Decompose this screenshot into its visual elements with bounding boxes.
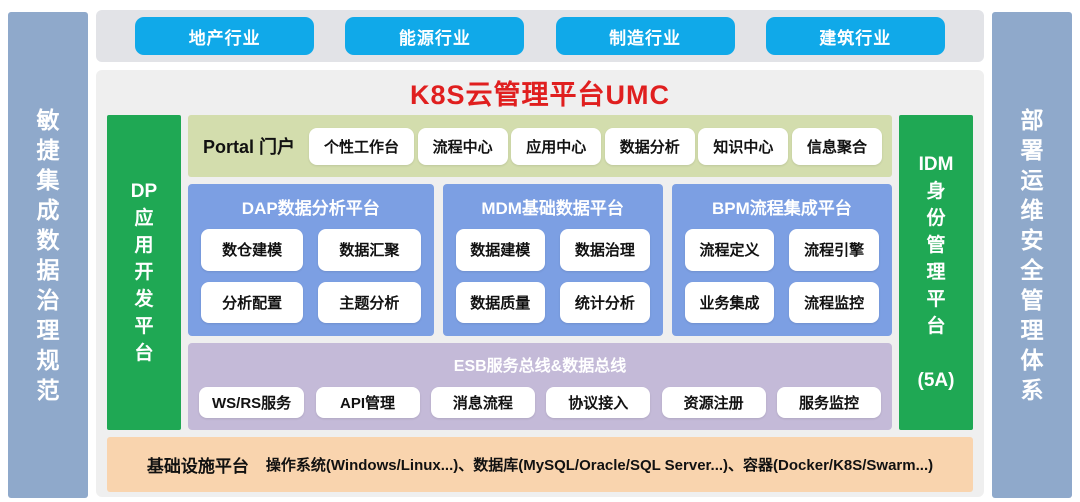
portal-knowledge-center: 知识中心: [698, 127, 789, 165]
mdm-platform: MDM基础数据平台 数据建模 数据治理 数据质量 统计分析: [442, 184, 663, 336]
industry-energy: 能源行业: [345, 17, 525, 55]
industry-manufacturing: 制造行业: [555, 17, 735, 55]
portal-personal-workbench: 个性工作台: [309, 127, 415, 165]
industry-real-estate: 地产行业: [135, 17, 315, 55]
portal-app-center: 应用中心: [511, 127, 602, 165]
page-title: K8S云管理平台UMC: [409, 80, 670, 110]
esb-service-monitoring: 服务监控: [776, 386, 881, 418]
main-diagram-area: 地产行业 能源行业 制造行业 建筑行业 K8S云管理平台UMC DP 应 用 开…: [96, 10, 984, 497]
esb-buttons: WS/RS服务 API管理 消息流程 协议接入 资源注册 服务监控: [199, 385, 881, 419]
bpm-platform-grid: 流程定义 流程引擎 业务集成 流程监控: [684, 229, 879, 323]
dp-app-dev-platform-bar: DP 应 用 开 发 平 台: [107, 115, 181, 430]
platform-panel: K8S云管理平台UMC DP 应 用 开 发 平 台 Portal 门户 个性工…: [96, 70, 984, 497]
dap-analysis-config: 分析配置: [201, 281, 304, 323]
dap-platform-title: DAP数据分析平台: [241, 199, 380, 218]
right-ops-security-sidebar: 部 署 运 维 安 全 管 理 体 系: [992, 12, 1072, 498]
idm-identity-platform-bar: IDM 身 份 管 理 平 台 (5A): [899, 115, 973, 430]
esb-ws-rs-service: WS/RS服务: [199, 386, 305, 418]
mdm-platform-grid: 数据建模 数据治理 数据质量 统计分析: [455, 229, 650, 323]
dap-warehouse-modeling: 数仓建模: [201, 229, 304, 271]
bpm-process-monitoring: 流程监控: [789, 281, 879, 323]
bpm-process-definition: 流程定义: [684, 229, 775, 271]
mdm-data-governance: 数据治理: [560, 229, 650, 271]
bpm-platform: BPM流程集成平台 流程定义 流程引擎 业务集成 流程监控: [671, 184, 892, 336]
mdm-data-modeling: 数据建模: [455, 229, 546, 271]
infrastructure-label: 基础设施平台: [146, 457, 249, 476]
dap-data-aggregation: 数据汇聚: [318, 229, 421, 271]
industry-construction: 建筑行业: [765, 17, 945, 55]
esb-message-flow: 消息流程: [430, 386, 535, 418]
bpm-process-engine: 流程引擎: [789, 229, 879, 271]
portal-buttons: 个性工作台 流程中心 应用中心 数据分析 知识中心 信息聚合: [309, 127, 882, 165]
bpm-platform-title: BPM流程集成平台: [711, 199, 852, 218]
infrastructure-detail: 操作系统(Windows/Linux...)、数据库(MySQL/Oracle/…: [265, 457, 934, 474]
portal-process-center: 流程中心: [417, 127, 508, 165]
middle-section: DP 应 用 开 发 平 台 Portal 门户 个性工作台 流程中心 应用中心…: [96, 115, 984, 430]
esb-title: ESB服务总线&数据总线: [453, 358, 627, 375]
esb-bus-row: ESB服务总线&数据总线 WS/RS服务 API管理 消息流程 协议接入 资源注…: [188, 343, 892, 430]
dap-topic-analysis: 主题分析: [318, 281, 421, 323]
esb-protocol-access: 协议接入: [546, 386, 651, 418]
dap-platform: DAP数据分析平台 数仓建模 数据汇聚 分析配置 主题分析: [188, 184, 434, 336]
platforms-row: DAP数据分析平台 数仓建模 数据汇聚 分析配置 主题分析 MDM基础数据平台 …: [188, 184, 892, 336]
left-governance-sidebar: 敏 捷 集 成 数 据 治 理 规 范: [8, 12, 88, 498]
portal-data-analysis: 数据分析: [604, 127, 695, 165]
center-column: Portal 门户 个性工作台 流程中心 应用中心 数据分析 知识中心 信息聚合…: [188, 115, 892, 430]
mdm-platform-title: MDM基础数据平台: [481, 199, 624, 218]
industry-strip: 地产行业 能源行业 制造行业 建筑行业: [96, 10, 984, 62]
mdm-data-quality: 数据质量: [455, 281, 546, 323]
portal-row: Portal 门户 个性工作台 流程中心 应用中心 数据分析 知识中心 信息聚合: [188, 115, 892, 177]
dap-platform-grid: 数仓建模 数据汇聚 分析配置 主题分析: [201, 229, 421, 323]
esb-resource-registry: 资源注册: [661, 386, 766, 418]
esb-api-management: API管理: [315, 386, 420, 418]
infrastructure-row: 基础设施平台 操作系统(Windows/Linux...)、数据库(MySQL/…: [107, 437, 973, 492]
portal-label: Portal 门户: [203, 137, 296, 157]
portal-info-aggregation: 信息聚合: [791, 127, 882, 165]
bpm-business-integration: 业务集成: [684, 281, 775, 323]
mdm-stat-analysis: 统计分析: [560, 281, 650, 323]
